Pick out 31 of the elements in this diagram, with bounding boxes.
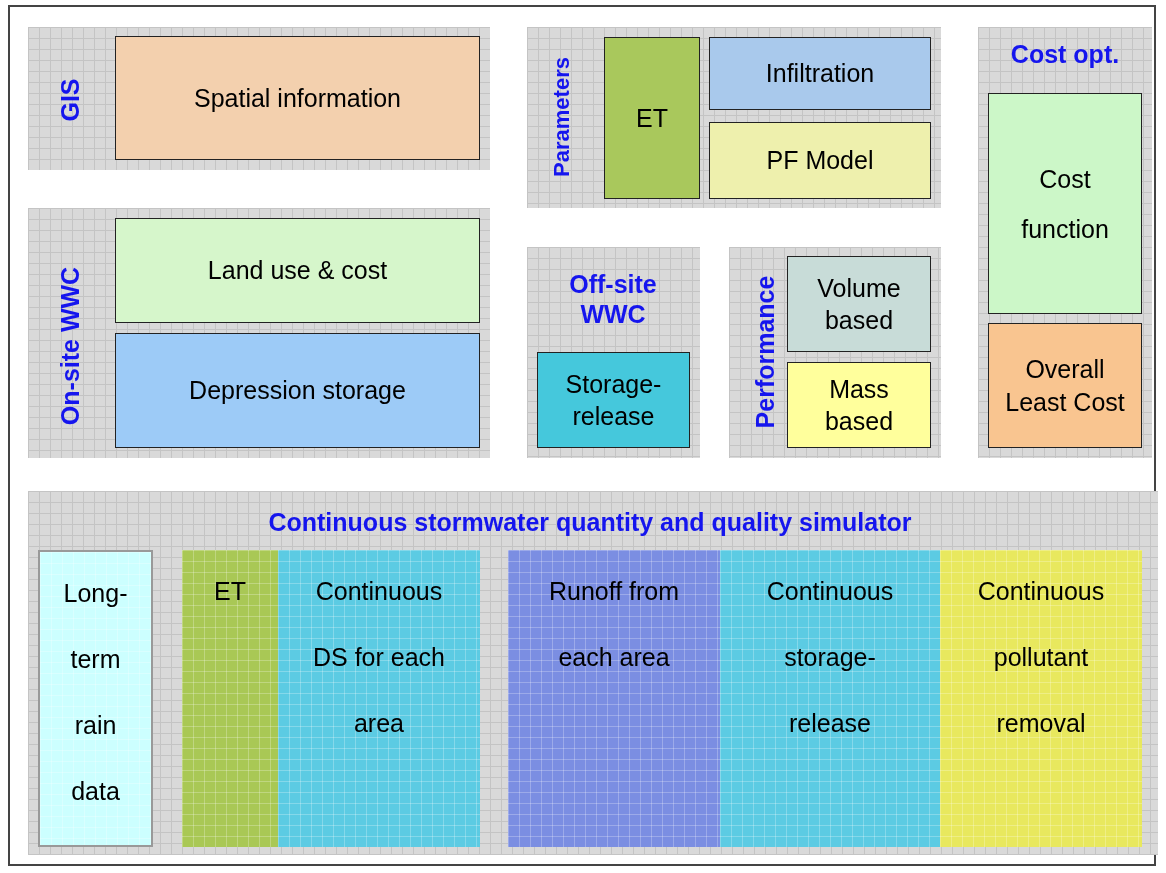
grid-panel [28,208,490,458]
process-box: ET [604,37,700,199]
process-box: Continuous pollutant removal [940,550,1142,847]
panel-heading: On-site WWC [55,266,85,426]
process-box: Continuous storage-release [720,550,940,847]
process-box: Overall Least Cost [988,323,1142,448]
process-box: Infiltration [709,37,931,110]
grid-panel [527,247,700,458]
grid-panel [978,27,1152,458]
panel-heading: Parameters [548,57,575,177]
panel-heading: Continuous stormwater quantity and quality simulator [268,507,912,537]
process-box: Continuous DS for each area [278,550,480,847]
grid-panel [28,27,490,170]
process-box: Cost function [988,93,1142,314]
process-box: Storage-release [537,352,690,448]
process-box: Depression storage [115,333,480,448]
process-box: Long-term rain data [38,550,153,847]
process-box: Spatial information [115,36,480,160]
panel-heading: Cost opt. [1010,39,1120,69]
grid-panel [729,247,941,458]
process-box: Land use & cost [115,218,480,323]
panel-heading: Performance [750,275,780,429]
process-box: Volume based [787,256,931,352]
panel-heading: GIS [55,78,85,122]
grid-panel [527,27,941,208]
process-box: Mass based [787,362,931,448]
process-box: ET [182,550,278,847]
grid-panel [28,491,1158,855]
panel-heading: Off-site WWC [568,269,658,329]
process-box: Runoff from each area [508,550,720,847]
process-box: PF Model [709,122,931,199]
